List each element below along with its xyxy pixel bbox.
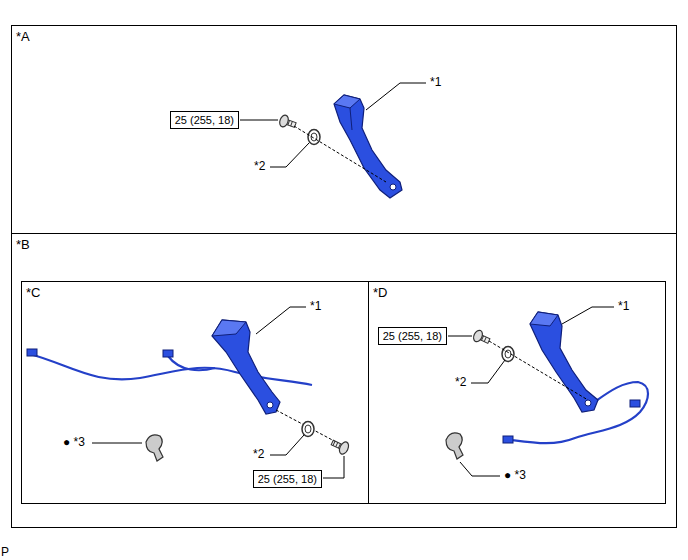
bolt-head [472,329,484,343]
buckle-body [530,312,598,412]
torque-value: 25 (255, 18) [175,113,234,127]
bolt [472,329,492,347]
washer [502,347,514,362]
callout-number: *2 [455,375,466,389]
callout-number: *1 [310,299,321,313]
connector [163,350,173,357]
connector [27,349,37,356]
torque-value: 25 (255, 18) [383,329,442,343]
leader-line [323,456,344,478]
view-panel: *B *C 25 (255, 18) *D 25 (255, 18) [11,233,677,528]
callout-number: *1 [430,75,441,89]
buckle-edge [350,108,352,130]
bolt [278,114,297,131]
leader-line [270,143,309,167]
washer [308,130,320,145]
buckle [212,320,280,414]
washer [302,422,314,437]
leader-line [366,83,426,110]
leader-line [256,307,306,334]
view-panel: *C 25 (255, 18) [21,281,369,504]
callout-number: *1 [618,299,629,313]
view-label: *C [26,285,40,300]
washer-inner [505,350,511,358]
leader-line [460,462,500,476]
bolt [329,437,350,456]
torque-spec-box: 25 (255, 18) [170,111,239,129]
assembly-line [294,126,386,182]
leader-line [562,307,614,324]
torque-value: 25 (255, 18) [258,472,317,486]
buckle-hole [267,402,273,408]
callout-number: ● *3 [504,468,526,482]
figure-code: P [1,545,9,559]
bolt-head [278,114,290,128]
washer-inner [305,425,311,433]
connector [630,400,640,407]
washer-outer [302,422,314,437]
leader-line [448,336,472,337]
torque-spec-box: 25 (255, 18) [378,327,447,345]
buckle-body [334,95,402,198]
bolt-thread [333,441,341,448]
buckle-body [212,320,280,414]
buckle [334,95,402,198]
view-label: *A [16,29,30,44]
bolt-head [338,440,351,455]
buckle-hole [585,400,591,406]
wire [30,354,312,385]
leader-line [92,443,142,444]
assembly-line [276,410,338,443]
buckle-top [334,95,360,108]
view-panel: *A 25 (255, 18) [11,25,677,234]
buckle-hole [390,184,396,190]
callout-number: *2 [254,159,265,173]
washer-outer [502,347,514,362]
leader-line [270,435,304,455]
assembly-line [489,341,588,400]
leader-line [240,120,278,121]
buckle [530,312,598,412]
torque-spec-box: 25 (255, 18) [253,470,322,488]
connector [503,436,513,443]
clip [146,435,163,461]
clip [446,433,463,459]
view-label: *D [373,285,387,300]
wire [168,356,215,370]
leader-line [471,360,505,383]
buckle-top [530,312,558,326]
callout-number: ● *3 [63,435,85,449]
callout-number: *2 [253,447,264,461]
view-label: *B [16,237,30,252]
washer-outer [308,130,320,145]
buckle-top [212,320,246,336]
